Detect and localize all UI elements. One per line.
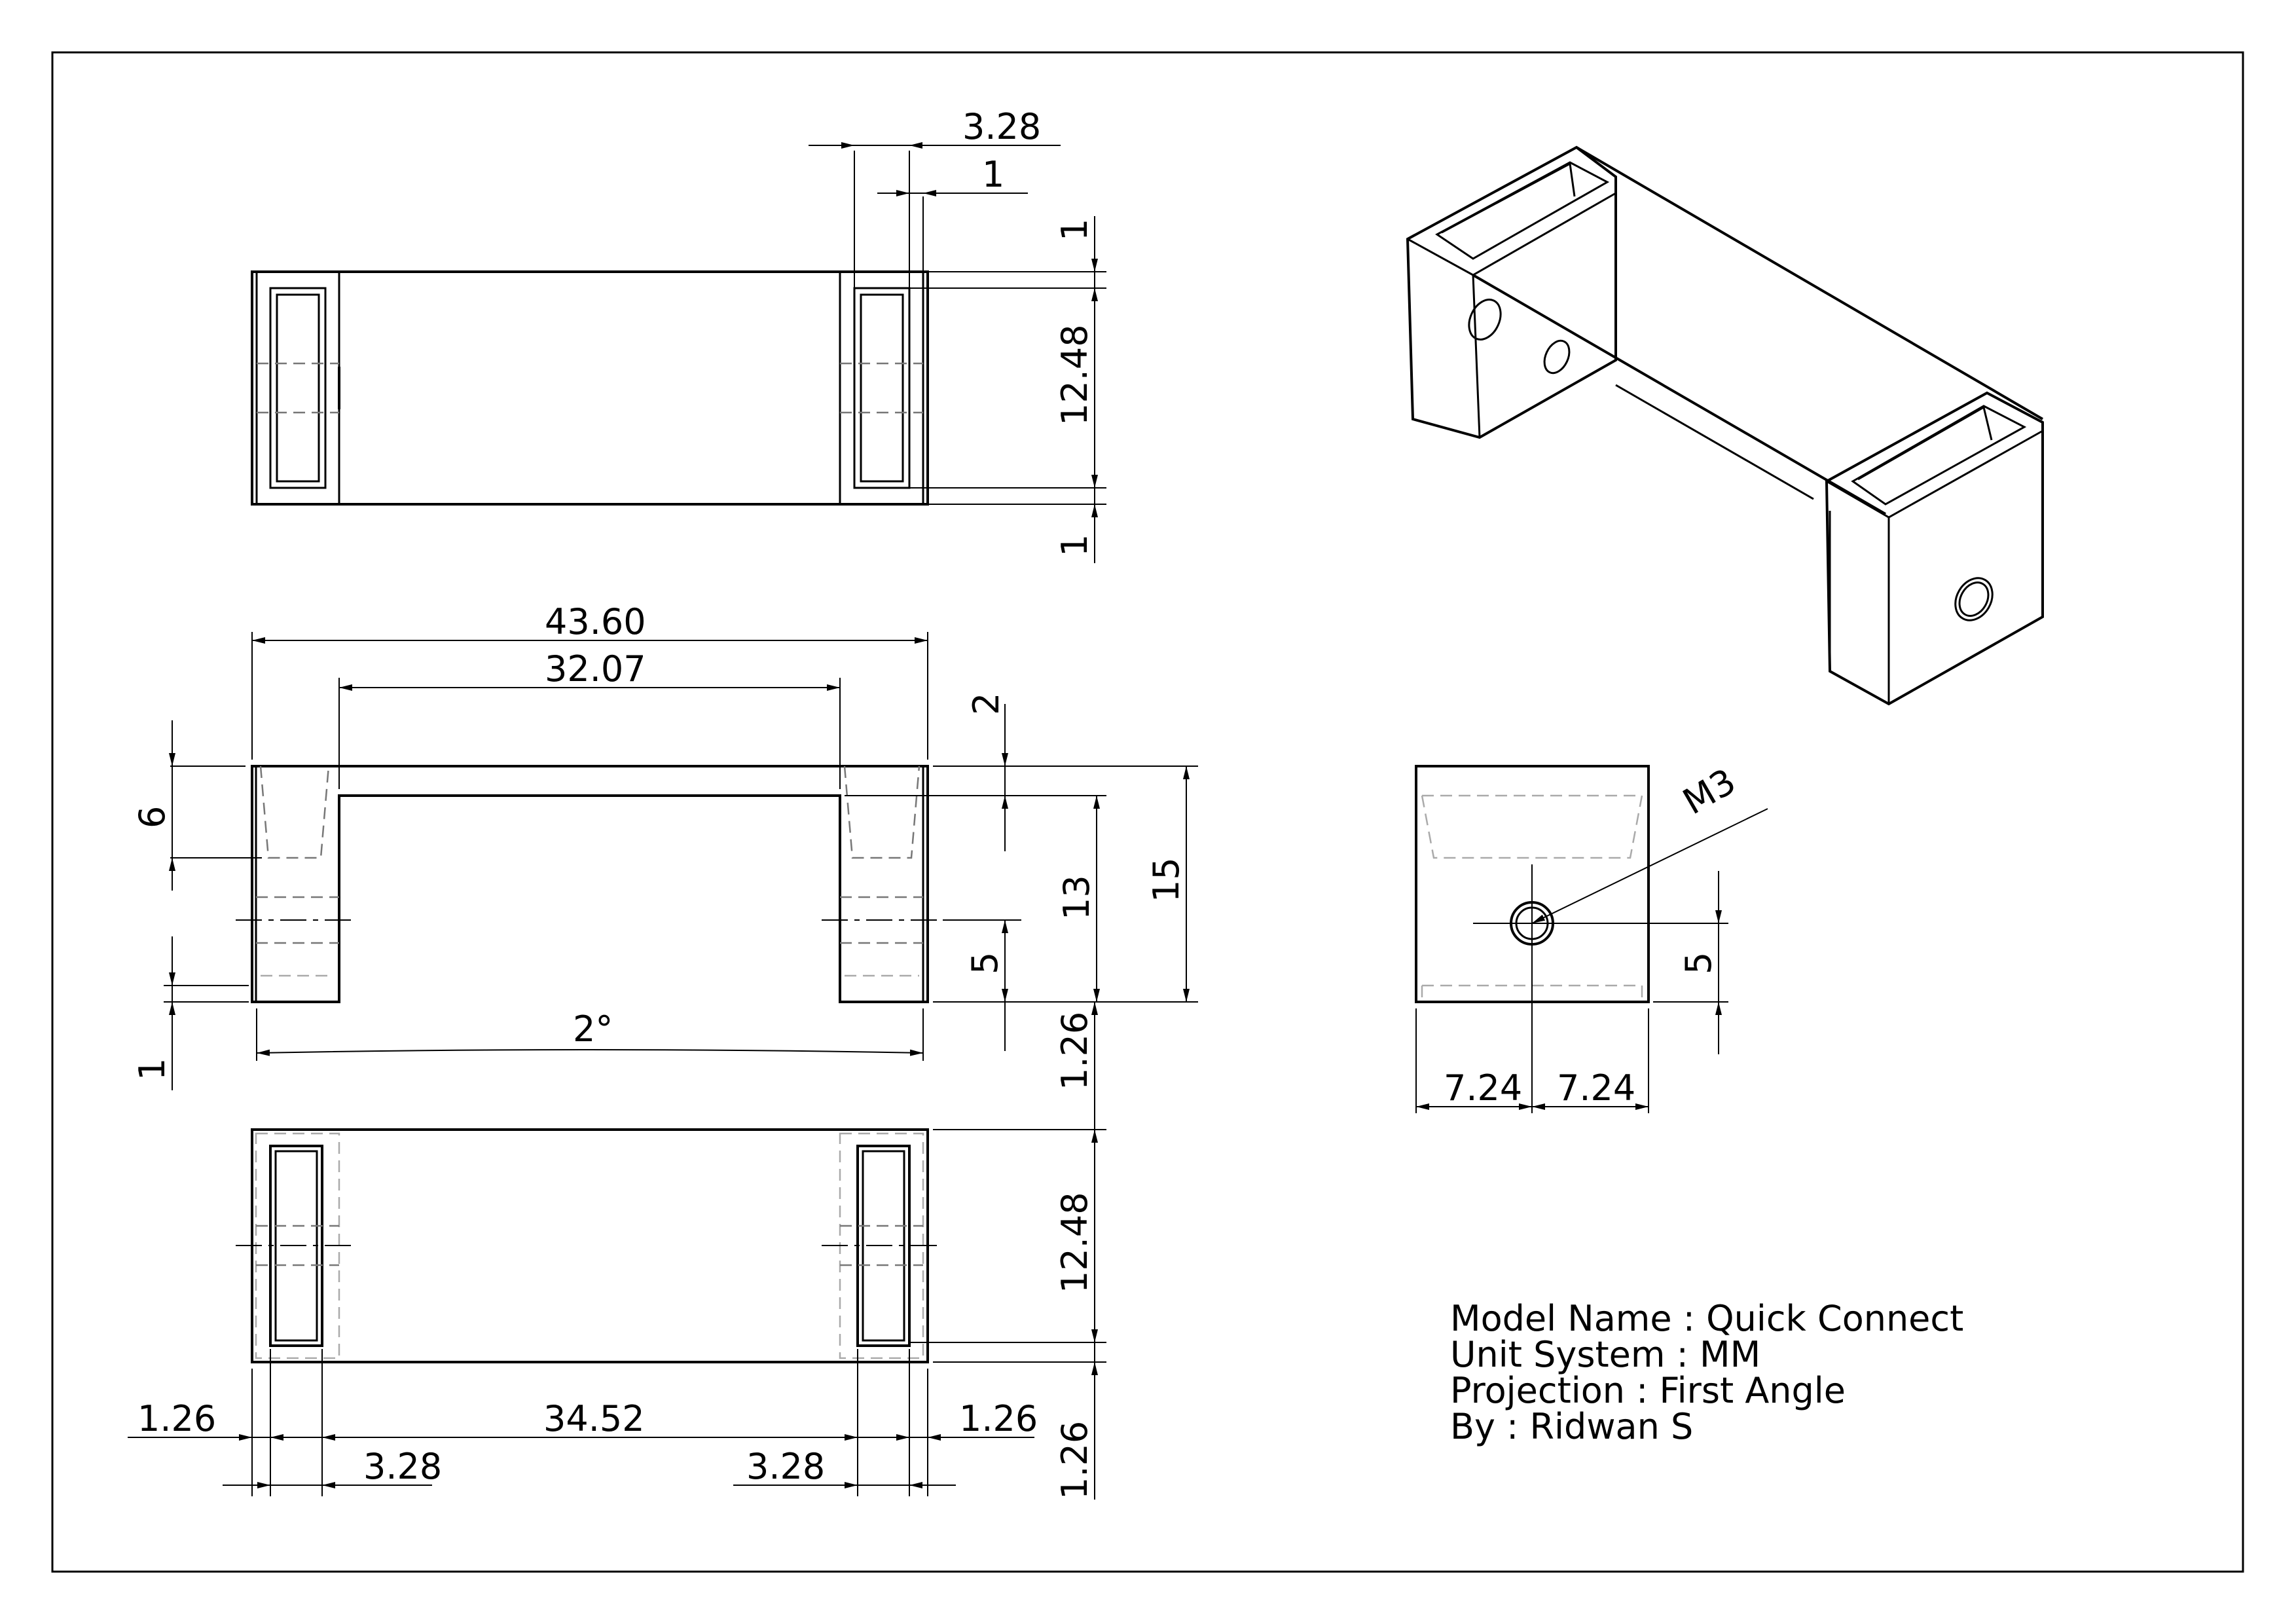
dim-side-hole-height: 5 <box>1678 952 1719 974</box>
dim-front-inner: 32.07 <box>545 648 646 690</box>
bottom-view: 12.48 1.26 1.26 34.52 1.26 3.28 3.28 <box>128 1128 1106 1500</box>
title-projection: Projection : First Angle <box>1450 1370 1846 1411</box>
dim-bottom-1-26-right2: 1.26 <box>959 1398 1038 1439</box>
dim-front-draft-angle: 2° <box>573 1008 613 1050</box>
dim-side-thread: M3 <box>1676 760 1743 822</box>
front-view: 43.60 32.07 2 13 15 5 6 1 2° <box>132 601 1198 1090</box>
dim-top-offset: 1 <box>982 154 1004 195</box>
title-unit-system: Unit System : MM <box>1450 1334 1760 1375</box>
dim-bottom-12-48: 12.48 <box>1054 1192 1095 1293</box>
top-view: 3.28 1 1 12.48 1 <box>251 106 1106 563</box>
dim-bottom-3-28-right: 3.28 <box>746 1446 825 1487</box>
dim-front-15: 15 <box>1146 857 1187 902</box>
dim-bottom-1-26-left: 1.26 <box>137 1398 216 1439</box>
side-view: M3 5 7.24 7.24 <box>1415 760 1768 1113</box>
dim-side-7-24-right: 7.24 <box>1557 1067 1635 1109</box>
dim-front-top-thickness: 2 <box>966 693 1007 715</box>
dim-front-13: 13 <box>1056 875 1097 920</box>
isometric-view <box>1406 145 2044 706</box>
dim-top-right-12-48: 12.48 <box>1054 324 1095 426</box>
title-model-name: Model Name : Quick Connect <box>1450 1298 1963 1339</box>
dim-top-width: 3.28 <box>962 106 1041 147</box>
dim-front-slot-depth: 6 <box>132 806 173 828</box>
dim-side-7-24-left: 7.24 <box>1444 1067 1522 1109</box>
dim-bottom-34-52: 34.52 <box>543 1398 645 1439</box>
dim-bottom-1-26-right: 1.26 <box>1054 1421 1095 1500</box>
dim-front-bottom-1: 1 <box>132 1058 173 1080</box>
dim-top-right-1b: 1 <box>1054 534 1095 557</box>
dim-front-overall: 43.60 <box>545 601 646 642</box>
dim-bottom-3-28-left: 3.28 <box>363 1446 442 1487</box>
sheet-border <box>51 51 2244 1573</box>
dim-mid-1-26: 1.26 <box>1054 1012 1095 1090</box>
dim-top-right-1a: 1 <box>1054 219 1095 241</box>
dim-front-5: 5 <box>964 952 1006 974</box>
title-block: Model Name : Quick Connect Unit System :… <box>1450 1298 1963 1447</box>
title-author: By : Ridwan S <box>1450 1406 1693 1447</box>
